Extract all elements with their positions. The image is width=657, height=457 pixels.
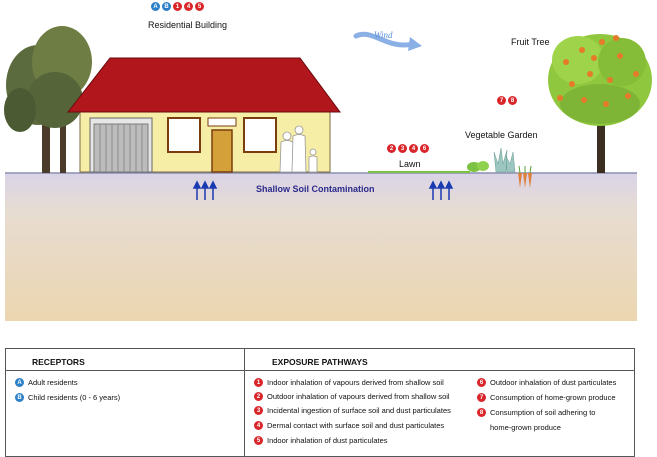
- pathway-text: Consumption of soil adhering to: [490, 408, 596, 417]
- site-conceptual-model-scene: [4, 26, 652, 321]
- receptor-badge: B: [162, 2, 171, 11]
- pathway-item: 2 Outdoor inhalation of vapours derived …: [254, 392, 450, 401]
- wind-label: Wind: [374, 30, 393, 40]
- vapour-arrows-left-icon: [192, 180, 218, 200]
- receptor-text: Adult residents: [28, 378, 78, 387]
- tree-left-icon: [4, 26, 92, 173]
- residents-icon: [279, 125, 318, 173]
- pathway-badge: 7: [477, 393, 486, 402]
- pathway-text: home-grown produce: [490, 423, 561, 432]
- pathway-badge: 1: [254, 378, 263, 387]
- pathway-badge: 3: [398, 144, 407, 153]
- pathway-item: 5 Indoor inhalation of dust particulates: [254, 436, 388, 445]
- pathway-badge: 5: [254, 436, 263, 445]
- pathway-text: Indoor inhalation of vapours derived fro…: [267, 378, 444, 387]
- pathway-badge: 4: [184, 2, 193, 11]
- pathway-badge: 6: [477, 378, 486, 387]
- exposure-pathways-header: EXPOSURE PATHWAYS: [272, 357, 368, 367]
- wind-arrow-icon: [353, 31, 415, 48]
- lawn-badges: 2 3 4 6: [387, 144, 429, 153]
- wind-arrowhead-icon: [408, 37, 422, 51]
- receptors-header-rule: [6, 370, 244, 371]
- garden-badges: 7 8: [497, 96, 517, 105]
- pathway-text: Consumption of home-grown produce: [490, 393, 616, 402]
- pathway-item: 3 Incidental ingestion of surface soil a…: [254, 406, 451, 415]
- pathway-text: Outdoor inhalation of vapours derived fr…: [267, 392, 450, 401]
- receptors-header: RECEPTORS: [32, 357, 85, 367]
- receptor-item: A Adult residents: [15, 378, 78, 387]
- vegetable-garden-icon: [467, 147, 532, 188]
- soil-profile: [5, 173, 637, 321]
- vapour-arrows-right-icon: [428, 180, 454, 200]
- pathway-badge: 6: [420, 144, 429, 153]
- pathway-item: 1 Indoor inhalation of vapours derived f…: [254, 378, 444, 387]
- pathway-badge: 8: [508, 96, 517, 105]
- residential-building-label: Residential Building: [148, 20, 228, 30]
- contamination-label: Shallow Soil Contamination: [256, 184, 375, 194]
- pathway-item: 6 Outdoor inhalation of dust particulate…: [477, 378, 616, 387]
- pathway-badge: 2: [254, 392, 263, 401]
- receptor-badge: B: [15, 393, 24, 402]
- pathway-badge: 4: [254, 421, 263, 430]
- receptor-badge: A: [15, 378, 24, 387]
- receptor-text: Child residents (0 - 6 years): [28, 393, 121, 402]
- fruit-tree-icon: [548, 34, 652, 173]
- vegetable-garden-label: Vegetable Garden: [465, 130, 538, 140]
- pathway-badge: 7: [497, 96, 506, 105]
- legend-divider: [244, 349, 245, 456]
- pathway-item: 7 Consumption of home-grown produce: [477, 393, 616, 402]
- receptor-badge: A: [151, 2, 160, 11]
- fruit-tree-label: Fruit Tree: [511, 37, 550, 47]
- building-badges: A B 1 4 5: [151, 2, 204, 11]
- pathway-badge: 3: [254, 406, 263, 415]
- receptor-item: B Child residents (0 - 6 years): [15, 393, 120, 402]
- pathway-badge: 5: [195, 2, 204, 11]
- pathway-text: Dermal contact with surface soil and dus…: [267, 421, 445, 430]
- pathway-item: 4 Dermal contact with surface soil and d…: [254, 421, 444, 430]
- legend-table: RECEPTORS EXPOSURE PATHWAYS A Adult resi…: [5, 348, 635, 457]
- pathway-item: 8 Consumption of soil adhering to: [477, 408, 595, 417]
- pathway-badge: 4: [409, 144, 418, 153]
- pathways-header-rule: [245, 370, 634, 371]
- lawn-label: Lawn: [399, 159, 421, 169]
- pathway-text: Incidental ingestion of surface soil and…: [267, 406, 451, 415]
- pathway-badge: 2: [387, 144, 396, 153]
- pathway-text: Outdoor inhalation of dust particulates: [490, 378, 617, 387]
- pathway-item-continued: home-grown produce: [490, 423, 561, 432]
- pathway-badge: 1: [173, 2, 182, 11]
- pathway-text: Indoor inhalation of dust particulates: [267, 436, 388, 445]
- pathway-badge: 8: [477, 408, 486, 417]
